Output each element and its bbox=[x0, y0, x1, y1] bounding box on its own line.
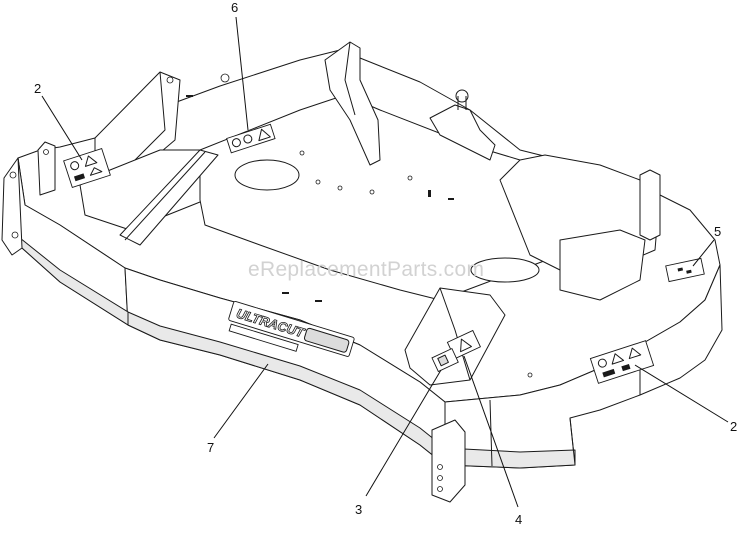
spindle-hole-left bbox=[234, 159, 300, 191]
callout-2-left: 2 bbox=[34, 81, 41, 96]
lift-arm bbox=[119, 149, 219, 246]
decal-6 bbox=[226, 123, 276, 154]
front-right-bracket bbox=[404, 287, 506, 386]
decal-3 bbox=[431, 347, 459, 373]
callout-4: 4 bbox=[515, 512, 522, 527]
decal-4 bbox=[446, 329, 481, 360]
front-mount-ear-left bbox=[37, 141, 56, 196]
right-cover-box bbox=[559, 229, 646, 301]
decal-2-right bbox=[589, 340, 655, 384]
idler-arm bbox=[429, 104, 496, 161]
spindle-hole-right bbox=[470, 257, 540, 283]
mower-deck bbox=[1, 41, 723, 503]
leader-7 bbox=[213, 363, 269, 439]
leader-2-left bbox=[41, 95, 83, 161]
callout-7: 7 bbox=[207, 440, 214, 455]
leader-3 bbox=[365, 369, 442, 497]
rear-tall-bracket bbox=[324, 41, 381, 166]
callout-2-right: 2 bbox=[730, 419, 737, 434]
leader-2-right bbox=[634, 364, 729, 423]
left-bracket bbox=[1, 157, 23, 256]
callout-6: 6 bbox=[231, 0, 238, 15]
leader-5 bbox=[692, 239, 715, 267]
callout-3: 3 bbox=[355, 502, 362, 517]
leader-4 bbox=[463, 355, 519, 508]
callout-5: 5 bbox=[714, 224, 721, 239]
front-right-mount bbox=[431, 419, 466, 503]
leader-lines bbox=[41, 16, 729, 508]
decal-2-left bbox=[63, 147, 111, 189]
leader-6 bbox=[235, 16, 249, 131]
watermark: eReplacementParts.com bbox=[248, 258, 484, 281]
callout-labels: 6 2 5 2 7 3 4 bbox=[34, 0, 737, 527]
